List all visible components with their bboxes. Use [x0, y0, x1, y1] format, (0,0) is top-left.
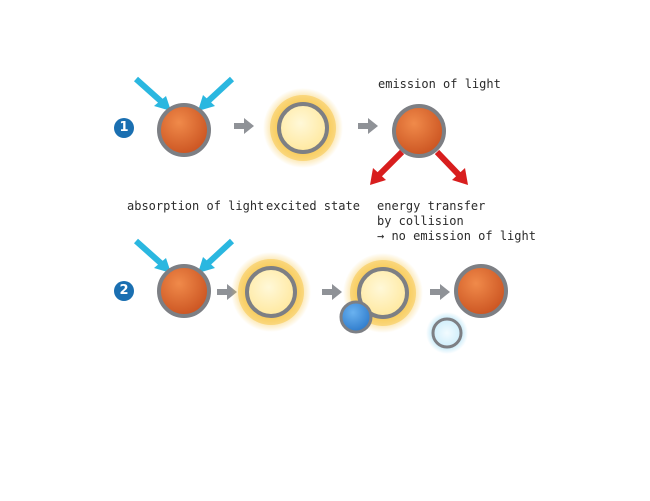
collision-partner-molecule — [339, 300, 373, 334]
emitting-atom — [392, 104, 446, 158]
excited-state-label: excited state — [266, 199, 360, 213]
energy-transfer-label-line1: energy transfer — [377, 199, 486, 213]
ground-state-atom — [157, 103, 211, 157]
energized-partner-molecule — [426, 312, 468, 354]
emission-label: emission of light — [378, 77, 501, 91]
step-2-badge: 2 — [114, 281, 134, 301]
emitted-light-arrow-right — [434, 149, 468, 185]
emitted-light-arrow-left — [370, 149, 405, 185]
ground-state-atom — [157, 264, 211, 318]
excited-state-atom — [231, 252, 311, 332]
de-excited-atom — [454, 264, 508, 318]
process-arrow-icon — [234, 118, 254, 134]
step-1-badge: 1 — [114, 118, 134, 138]
energy-transfer-label-line2: by collision — [377, 214, 464, 228]
absorbed-light-arrow-left — [134, 238, 171, 273]
absorbed-light-arrow-right — [198, 238, 235, 273]
process-arrow-icon — [358, 118, 378, 134]
process-arrow-icon — [322, 284, 342, 300]
energy-transfer-label-line3: → no emission of light — [377, 229, 536, 243]
process-arrow-icon — [430, 284, 450, 300]
absorbed-light-arrow-left — [134, 76, 171, 111]
absorbed-light-arrow-right — [198, 76, 235, 111]
excited-state-atom — [263, 88, 343, 168]
absorption-label: absorption of light — [127, 199, 265, 213]
